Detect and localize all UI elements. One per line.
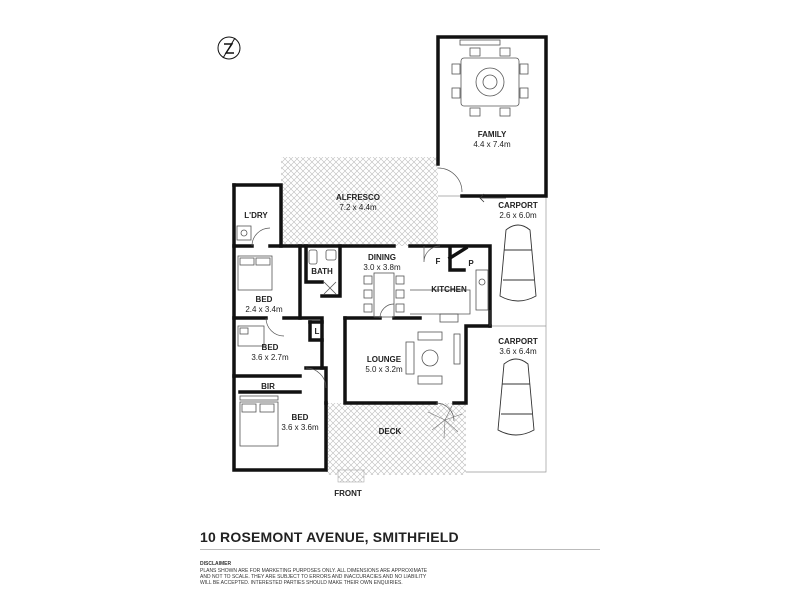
bed-icon	[237, 325, 265, 347]
room-label-deck: DECK	[379, 427, 402, 436]
kitchen-counter-icon	[410, 269, 489, 323]
room-label-bath: BATH	[311, 267, 333, 276]
divider-line	[200, 549, 600, 550]
room-label-pantry: P	[468, 259, 474, 268]
room-label-fridge: F	[436, 257, 441, 266]
room-dims-bed: 2.4 x 3.4m	[245, 305, 283, 314]
walls	[232, 35, 548, 472]
room-label-dining: DINING	[368, 253, 396, 262]
room-dims-bed: 3.6 x 3.6m	[281, 423, 319, 432]
laundry-tub-icon	[236, 225, 252, 241]
room-dims-dining: 3.0 x 3.8m	[363, 263, 401, 272]
room-label-bir: BIR	[261, 382, 275, 391]
bed-icon	[239, 395, 279, 447]
room-label-family: FAMILY	[478, 130, 507, 139]
plant-icon	[427, 405, 463, 439]
room-label-linen: L	[315, 327, 320, 336]
room-label-alfresco: ALFRESCO	[336, 193, 380, 202]
front-steps	[337, 469, 365, 483]
floor-plan: FAMILY 4.4 x 7.4m ALFRESCO 7.2 x 4.4m CA…	[217, 35, 548, 498]
room-dims-family: 4.4 x 7.4m	[473, 140, 511, 149]
room-label-carport: CARPORT	[498, 337, 538, 346]
disclaimer-title: DISCLAIMER	[200, 561, 232, 567]
room-label-laundry: L'DRY	[244, 211, 268, 220]
family-table-icon	[451, 39, 529, 117]
bath-fixtures-icon	[308, 249, 337, 295]
car-icon	[497, 358, 535, 436]
doors	[251, 167, 491, 422]
room-dims-lounge: 5.0 x 3.2m	[365, 365, 403, 374]
disclaimer-text: PLANS SHOWN ARE FOR MARKETING PURPOSES O…	[200, 568, 428, 586]
car-icon	[499, 224, 537, 302]
room-label-front: FRONT	[334, 489, 362, 498]
room-label-bed: BED	[292, 413, 309, 422]
room-label-lounge: LOUNGE	[367, 355, 402, 364]
arrow-icon	[479, 193, 506, 203]
room-dims-carport: 2.6 x 6.0m	[499, 211, 537, 220]
dining-table-icon	[363, 272, 405, 318]
deck-hatch	[326, 403, 466, 475]
room-dims-bed: 3.6 x 2.7m	[251, 353, 289, 362]
bed-icon	[237, 255, 273, 291]
room-dims-alfresco: 7.2 x 4.4m	[339, 203, 377, 212]
lounge-suite-icon	[405, 331, 461, 385]
property-address: 10 ROSEMONT AVENUE, SMITHFIELD	[200, 529, 459, 545]
compass-icon	[217, 36, 241, 60]
room-label-bed: BED	[256, 295, 273, 304]
room-label-carport: CARPORT	[498, 201, 538, 210]
room-label-kitchen: KITCHEN	[431, 285, 467, 294]
room-label-bed: BED	[262, 343, 279, 352]
alfresco-hatch	[281, 157, 438, 246]
room-dims-carport: 3.6 x 6.4m	[499, 347, 537, 356]
